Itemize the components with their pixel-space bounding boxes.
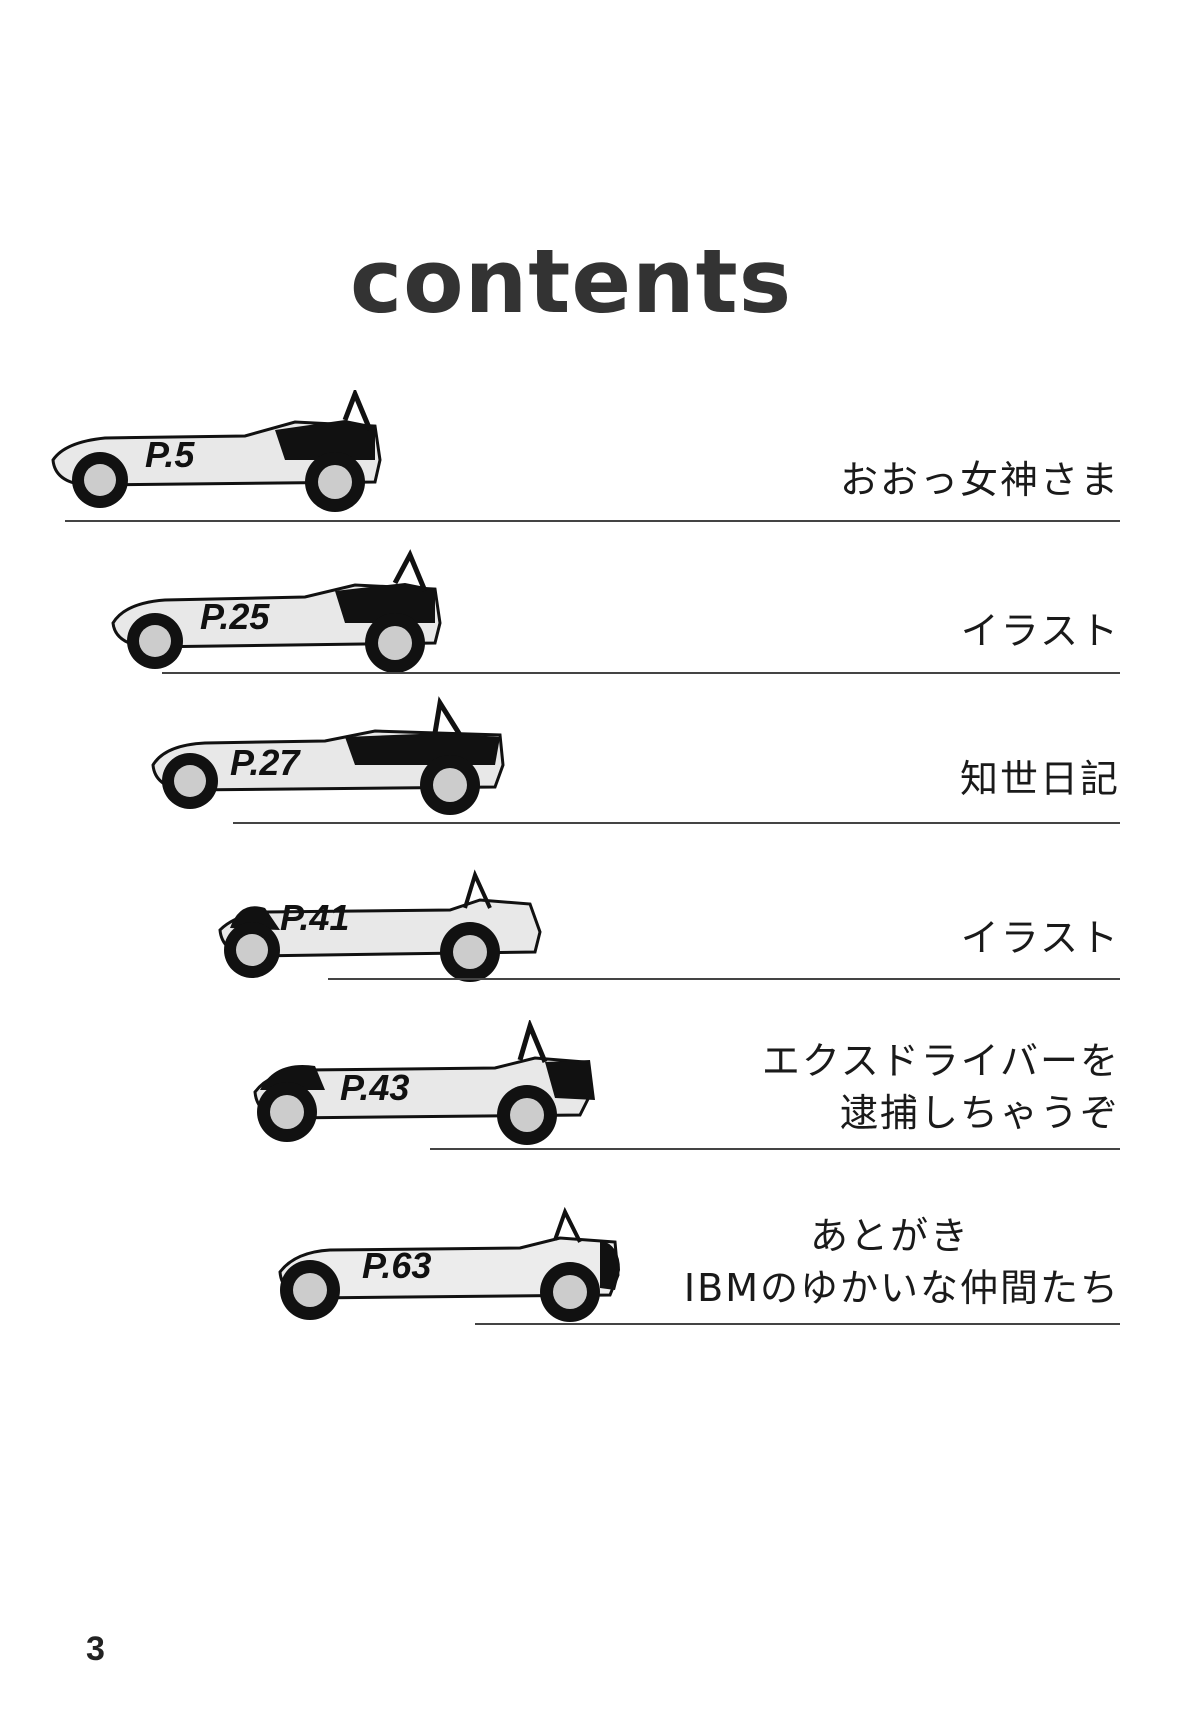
sports-car-icon: P.63 [278, 1206, 620, 1322]
sports-car-icon: P.27 [151, 696, 505, 815]
entry-title: おおっ女神さま [839, 458, 1120, 502]
divider [65, 520, 1120, 522]
entry-title: イラスト [960, 916, 1120, 960]
page-number: P.5 [145, 434, 195, 475]
divider [430, 1148, 1120, 1150]
sports-car-icon: P.41 [218, 869, 542, 982]
page-number: P.25 [200, 596, 270, 637]
toc-entry[interactable]: P.5 おおっ女神さま [40, 390, 1120, 530]
divider [162, 672, 1120, 674]
page-number: P.63 [362, 1245, 431, 1286]
sports-car-icon: P.25 [111, 549, 442, 673]
toc-entry[interactable]: P.25 イラスト [100, 545, 1120, 685]
sports-car-icon: P.43 [253, 1020, 595, 1145]
entry-title: イラスト [960, 609, 1120, 653]
page-number: P.41 [280, 897, 349, 938]
entry-title: 知世日記 [959, 757, 1120, 801]
sports-car-icon: P.5 [51, 390, 382, 512]
toc-entry[interactable]: P.63 あとがき IBMのゆかいな仲間たち [270, 1200, 1120, 1350]
divider [475, 1323, 1120, 1325]
toc-entry[interactable]: P.43 エクスドライバーを 逮捕しちゃうぞ [245, 1020, 1120, 1170]
toc-entry[interactable]: P.41 イラスト [210, 860, 1120, 1000]
entry-title: エクスドライバーを 逮捕しちゃうぞ [761, 1039, 1120, 1135]
divider [328, 978, 1120, 980]
divider [233, 822, 1120, 824]
page-number: P.43 [340, 1067, 409, 1108]
page-title: contents [350, 230, 793, 333]
page-number: P.27 [230, 742, 301, 783]
page-folio: 3 [86, 1630, 105, 1668]
entry-title: あとがき IBMのゆかいな仲間たち [683, 1214, 1120, 1310]
toc-entry[interactable]: P.27 知世日記 [145, 695, 1120, 835]
